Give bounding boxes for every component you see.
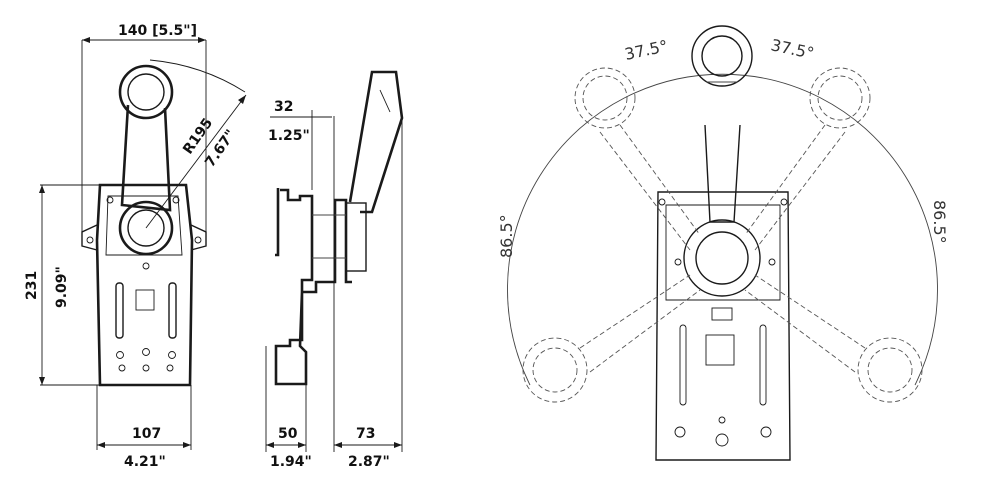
front-ear-right-hole: [194, 236, 202, 244]
front-base-plate: [95, 183, 194, 387]
radius-arrow: [238, 95, 246, 104]
swing-label-small: [711, 307, 733, 321]
dim-140-label: 140 [5.5"]: [118, 23, 197, 39]
dim-32-in-label: 1.25": [268, 128, 310, 144]
dim-50-in-label: 1.94": [270, 454, 312, 470]
swing-screw-l: [674, 258, 682, 266]
side-view: 32 1.25" 50 1.94" 73 2.87": [265, 70, 404, 470]
swing-hub-inner: [695, 231, 749, 285]
dim-73-mm-label: 73: [356, 426, 375, 442]
swing-knob-lower-left: [522, 337, 588, 403]
swing-lever-up: [704, 124, 741, 223]
side-lever: [348, 70, 404, 214]
front-lever-knob: [118, 64, 174, 120]
dim-231-arrow-top: [39, 185, 45, 193]
dim-231-in-label: 9.09": [54, 266, 70, 308]
front-screw-tl: [106, 196, 114, 204]
dim-73-arrow-left: [334, 442, 342, 448]
front-hub-screw: [142, 262, 150, 270]
swing-arc: [507, 73, 938, 386]
front-lever-knob-inner: [127, 73, 165, 111]
dim-231-mm-label: 231: [24, 271, 40, 300]
angle-side-right-label: 86.5°: [930, 200, 949, 244]
front-hub-outer: [118, 200, 174, 256]
swing-knob-upper-left-inner: [582, 75, 628, 121]
swing-slot-right: [759, 324, 767, 406]
front-ear-right: [190, 224, 207, 251]
dim-32-mm-label: 32: [274, 99, 293, 115]
swing-bolt-center: [715, 433, 729, 447]
swing-view: 37.5° 37.5° 86.5° 86.5°: [497, 25, 949, 461]
dim-140-arrow-right: [198, 37, 206, 43]
dim-107-mm-label: 107: [132, 426, 161, 442]
side-mount-plate: [275, 188, 280, 257]
swing-knob-up: [691, 25, 753, 87]
angle-upper-right-label: 37.5°: [769, 35, 816, 63]
side-bearing: [345, 202, 367, 272]
front-screw-tr: [172, 196, 180, 204]
swing-screw-r: [768, 258, 776, 266]
swing-hole-center: [718, 416, 726, 424]
radius-arc: [149, 59, 246, 93]
front-housing: [105, 195, 183, 256]
front-hole-5: [142, 364, 150, 372]
side-profile: [274, 188, 352, 386]
angle-upper-left-label: 37.5°: [623, 36, 670, 64]
swing-bolt-left: [674, 426, 686, 438]
radius-line: [145, 94, 247, 229]
dim-73-arrow-right: [394, 442, 402, 448]
front-label-plate: [135, 289, 155, 311]
swing-knob-upper-right-inner: [817, 75, 863, 121]
front-hole-1: [116, 351, 124, 359]
dim-50-arrow-right: [298, 442, 306, 448]
swing-hub-outer: [683, 219, 761, 297]
swing-lever-upper-right: [744, 124, 846, 251]
swing-label-plate: [705, 334, 735, 366]
dim-231-arrow-bottom: [39, 377, 45, 385]
front-slot-left: [115, 282, 124, 339]
dim-107-in-label: 4.21": [124, 454, 166, 470]
swing-knob-lower-right-inner: [867, 347, 913, 393]
front-view: 140 [5.5"] R195 7.67" 231 9.09" 107 4.21…: [24, 23, 247, 470]
front-hole-2: [142, 348, 150, 356]
front-hole-6: [166, 364, 174, 372]
swing-housing: [665, 204, 781, 301]
swing-lever-upper-left: [599, 124, 701, 251]
dim-140-arrow-left: [82, 37, 90, 43]
dim-50-mm-label: 50: [278, 426, 298, 442]
front-ear-left: [81, 224, 98, 251]
swing-slot-left: [679, 324, 687, 406]
swing-knob-upper-left: [574, 67, 636, 129]
swing-knob-lower-right: [857, 337, 923, 403]
front-lever-arm: [120, 104, 172, 212]
swing-knob-up-inner: [701, 35, 743, 77]
front-slot-right: [168, 282, 177, 339]
angle-side-left-label: 86.5°: [497, 214, 516, 258]
swing-lever-lower-right: [744, 274, 866, 373]
swing-lever-lower-left: [579, 274, 701, 373]
dim-50-arrow-left: [266, 442, 274, 448]
dim-107-arrow-left: [97, 442, 105, 448]
front-hole-4: [118, 364, 126, 372]
swing-base-plate: [655, 191, 791, 461]
side-lever-detail: [379, 89, 391, 113]
dim-73-in-label: 2.87": [348, 454, 390, 470]
swing-knob-upper-right: [809, 67, 871, 129]
swing-knob-lower-left-inner: [532, 347, 578, 393]
swing-bolt-right: [760, 426, 772, 438]
front-ear-left-hole: [86, 236, 94, 244]
front-hole-3: [168, 351, 176, 359]
swing-screw-tl: [658, 198, 666, 206]
dim-107-arrow-right: [183, 442, 191, 448]
swing-screw-tr: [780, 198, 788, 206]
front-hub-inner: [127, 209, 165, 247]
